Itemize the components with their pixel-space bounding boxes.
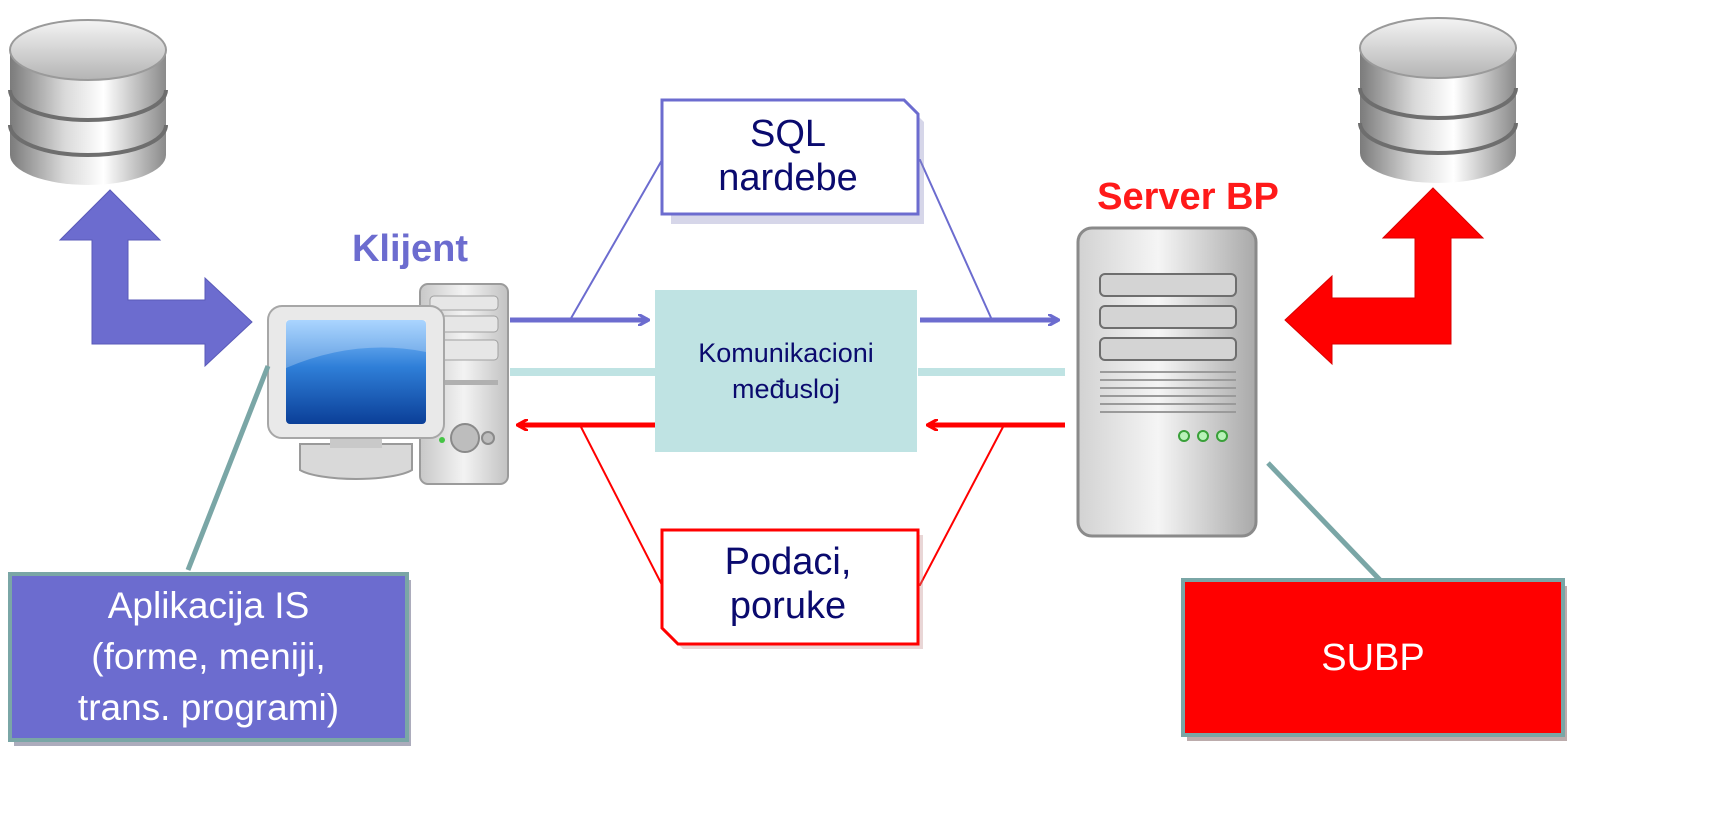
app-connector-line [185, 365, 271, 571]
data-callout-line-1: Podaci, [724, 541, 852, 583]
database-icon-right [1358, 17, 1518, 183]
data-callout-label: Podaci, poruke [662, 540, 914, 628]
client-title: Klijent [351, 228, 469, 270]
sql-callout-label: SQL nardebe [662, 112, 914, 200]
application-box-label: Aplikacija IS (forme, meniji, trans. pro… [10, 580, 407, 733]
bent-arrow-icon-left [58, 189, 253, 368]
application-line-3: trans. programi) [77, 687, 340, 728]
sql-callout-line-2: nardebe [718, 157, 858, 199]
sql-callout-line-1: SQL [749, 113, 827, 155]
middleware-label: Komunikacioni međusloj [655, 335, 917, 407]
dbms-box-label: SUBP [1321, 637, 1425, 679]
middleware-line-2: međusloj [731, 374, 841, 404]
middleware-line-1: Komunikacioni [698, 338, 874, 368]
client-computer-icon [267, 283, 509, 485]
dbms-box [1181, 578, 1567, 741]
data-callout-line-2: poruke [729, 585, 847, 627]
server-tower-icon [1076, 226, 1258, 538]
database-icon-left [8, 19, 168, 185]
application-line-2: (forme, meniji, [91, 636, 326, 677]
application-box [8, 572, 411, 746]
application-line-1: Aplikacija IS [107, 585, 310, 626]
subp-connector-line [1266, 461, 1382, 582]
middleware-box [655, 290, 917, 452]
sql-callout-box [660, 98, 924, 224]
server-title: Server BP [1097, 176, 1279, 218]
data-callout-box [660, 528, 923, 649]
bent-arrow-icon-right [1284, 187, 1485, 366]
